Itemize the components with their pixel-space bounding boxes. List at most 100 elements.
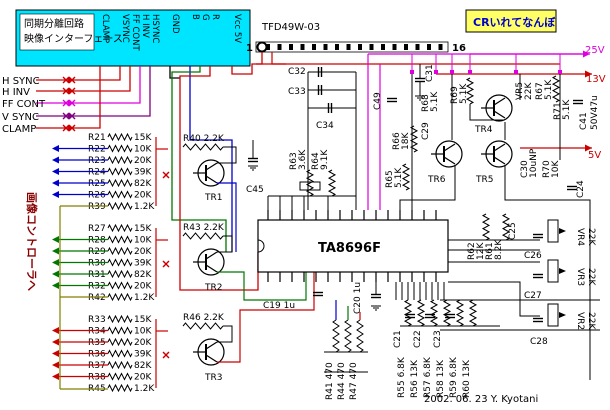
connector-pin bbox=[427, 44, 431, 50]
ladder1-ref-5: R26 bbox=[88, 191, 106, 201]
c32-label: C32 bbox=[288, 67, 306, 77]
input-x2-1 bbox=[68, 87, 76, 95]
input-x-2 bbox=[62, 99, 70, 107]
ladder3-ref-2: R35 bbox=[88, 338, 106, 348]
r61-ref: R61 bbox=[485, 242, 495, 260]
ladder2-resistor-2 bbox=[107, 246, 133, 256]
transistor-tr4: TR4 bbox=[474, 94, 513, 135]
ladder3-resistor-5 bbox=[107, 372, 133, 381]
ladder1-resistor-3 bbox=[107, 167, 133, 176]
input-x-0 bbox=[62, 76, 70, 84]
ladder1-resistor-5 bbox=[107, 190, 133, 199]
ladder3-ref-5: R38 bbox=[88, 373, 106, 383]
ladder3-val-6: 1.2K bbox=[134, 384, 155, 394]
vr-body-0 bbox=[547, 219, 559, 243]
ic-name: TA8696F bbox=[318, 241, 381, 256]
c34-label: C34 bbox=[316, 121, 334, 131]
connector-name: TFD49W-03 bbox=[261, 22, 320, 33]
bottom-right-resistor-3 bbox=[442, 299, 452, 327]
resistor-r46 bbox=[182, 322, 224, 330]
ladder3-ref-4: R37 bbox=[88, 361, 106, 371]
r63-box bbox=[299, 181, 321, 191]
c30-val: 10uNP bbox=[529, 148, 539, 178]
connector-pin bbox=[404, 44, 408, 50]
input-arrow bbox=[68, 113, 74, 119]
ladder1-ref-2: R23 bbox=[88, 156, 106, 166]
input-arrow bbox=[68, 125, 74, 131]
left-input-label-0: H SYNC bbox=[2, 76, 40, 87]
ladder1-ref-6: R39 bbox=[88, 202, 106, 212]
c20-label: C20 1u bbox=[353, 282, 363, 314]
title-badge: CRいれてなんぼ bbox=[465, 9, 557, 33]
resistor-r64 bbox=[327, 169, 337, 197]
r64-val: 9.1K bbox=[320, 149, 330, 170]
c27-label: C27 bbox=[524, 291, 542, 301]
footer-credit: 2002. 06. 23 Y. Kyotani bbox=[424, 394, 538, 405]
resistor-r69 bbox=[465, 77, 475, 105]
ladder3-resistor-2 bbox=[107, 337, 133, 347]
ladder1-ref-1: R22 bbox=[88, 145, 106, 155]
c30-label: C30 bbox=[520, 160, 530, 178]
output-arrow bbox=[52, 168, 59, 175]
c33-label: C33 bbox=[288, 87, 306, 97]
ladder3-val-1: 10K bbox=[134, 327, 152, 337]
interface-title-1: 同期分離回路 bbox=[24, 17, 84, 30]
ic-ta8696f: TA8696F bbox=[257, 210, 449, 282]
input-x2-2 bbox=[68, 99, 76, 107]
vr-body-2 bbox=[547, 303, 559, 327]
bottom-resistor-2 bbox=[356, 319, 364, 353]
transistor-tr4-label: TR4 bbox=[474, 125, 493, 135]
r62-ref: R62 bbox=[467, 242, 477, 260]
bottom-res-label-0: R41 470 bbox=[325, 362, 335, 400]
vr-body-1 bbox=[547, 259, 559, 283]
ladder2-val-0: 15K bbox=[134, 224, 152, 234]
rail-arrow-13v bbox=[585, 70, 592, 78]
vr5-val: 22K bbox=[524, 82, 534, 100]
r71-val: 5.1K bbox=[562, 99, 572, 120]
interface-pin-9: Vcc 5V bbox=[232, 14, 242, 43]
title-badge-text: CRいれてなんぼ bbox=[473, 16, 556, 29]
capacitor-c24 bbox=[567, 185, 577, 191]
transistor-tr1: TR1 bbox=[193, 159, 225, 203]
ladder1-ref-4: R25 bbox=[88, 179, 106, 189]
bottom-right-res-label-1: R56 13K bbox=[410, 359, 420, 398]
interface-pin-4: HSYNC bbox=[150, 14, 160, 43]
output-arrow bbox=[52, 282, 59, 289]
bottom-res-label-2: R47 470 bbox=[349, 362, 359, 400]
r71-ref: R71 bbox=[553, 102, 563, 120]
r61-val: 8.2K bbox=[494, 239, 504, 260]
ladder2-resistor-6 bbox=[107, 292, 133, 302]
connector-pin bbox=[312, 44, 316, 50]
c49-label: C49 bbox=[373, 92, 383, 110]
c23-label: C23 bbox=[433, 330, 443, 348]
ladder1-ref-0: R21 bbox=[88, 133, 106, 143]
output-arrow bbox=[52, 179, 59, 187]
output-arrow bbox=[52, 156, 59, 164]
transistor-tr6: TR6 bbox=[427, 140, 463, 185]
ladder3-resistor-6 bbox=[107, 383, 133, 393]
rail-5v-label: 5V bbox=[588, 150, 601, 161]
r62-val: 12K bbox=[476, 242, 486, 260]
bottom-resistor-0 bbox=[332, 319, 340, 353]
interface-pin-8: R bbox=[210, 14, 220, 20]
transistor-tr5: TR5 bbox=[475, 140, 513, 185]
capacitor-c19 bbox=[313, 291, 323, 297]
r63-val: 3.6K bbox=[298, 149, 308, 170]
resistor-r46-label: R46 2.2K bbox=[183, 313, 225, 323]
r65-ref: R65 bbox=[385, 170, 395, 188]
connector-tfd49w: TFD49W-03 1 16 bbox=[246, 22, 466, 54]
interface-pin-0: CLAMP bbox=[100, 14, 110, 43]
bottom-right-resistor-5 bbox=[468, 299, 478, 327]
c26-label: C26 bbox=[524, 251, 542, 261]
bottom-right-res-label-0: R55 6.8K bbox=[397, 356, 407, 398]
c28-label: C28 bbox=[530, 337, 548, 347]
transistor-tr3-label: TR3 bbox=[204, 373, 222, 383]
bottom-right-res-label-2: R57 6.8K bbox=[423, 356, 433, 398]
vr4-ref: VR4 bbox=[575, 228, 585, 246]
c41-label: C41 bbox=[579, 112, 589, 130]
rail-arrow-5v bbox=[585, 144, 592, 152]
transistor-tr5-label: TR5 bbox=[475, 175, 493, 185]
